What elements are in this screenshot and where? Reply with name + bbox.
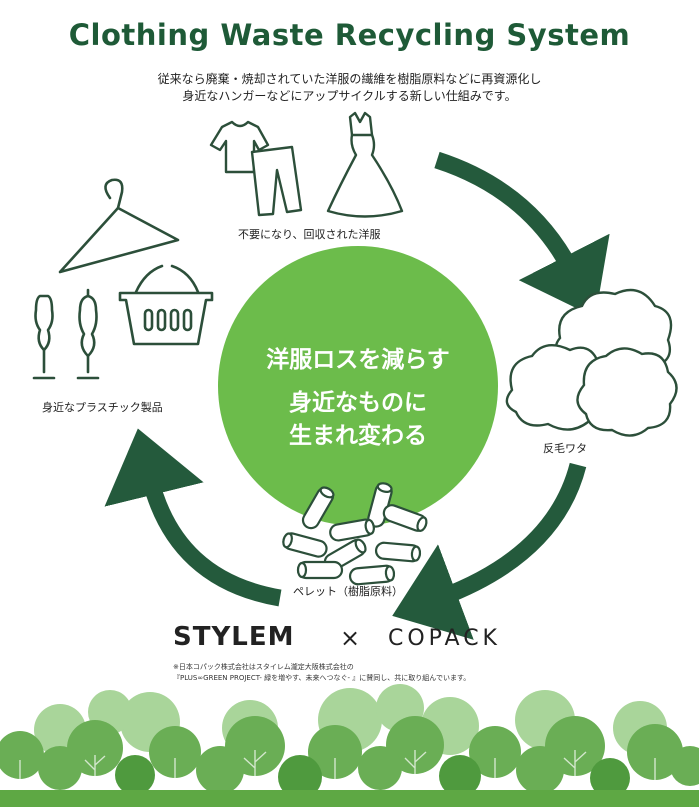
brand-logo-stylem: STYLEM <box>173 622 295 652</box>
arrow-clothes-to-cotton <box>434 151 610 318</box>
subtitle-line-1: 従来なら廃棄・焼却されていた洋服の繊維を樹脂原料などに再資源化し <box>157 72 542 86</box>
arrow-cotton-to-pellet <box>392 462 587 640</box>
stage-label-pellet: ペレット（樹脂原料） <box>293 585 403 598</box>
pellets-icon <box>282 482 428 586</box>
plastic-products-icon <box>32 178 214 380</box>
pants-icon <box>250 145 303 217</box>
subtitle-line-2: 身近なハンガーなどにアップサイクルする新しい仕組みです。 <box>182 89 517 103</box>
cycle-arrows <box>104 151 610 640</box>
stage-label-cotton: 反毛ワタ <box>543 442 587 455</box>
mannequin-icon-2 <box>76 288 100 380</box>
cotton-icon <box>505 288 678 437</box>
center-message-line-1: 洋服ロスを減らす <box>266 347 450 373</box>
ground-strip <box>0 790 699 807</box>
center-circle <box>218 246 498 526</box>
hanger-icon <box>58 178 180 274</box>
dress-icon <box>326 111 404 218</box>
mannequin-icon-1 <box>32 294 56 380</box>
forest-background <box>0 684 699 807</box>
arrow-pellet-to-plastic <box>104 428 282 607</box>
footnote-line-2: 『PLUS∞GREEN PROJECT- 緑を増やす、未来へつなぐ- 』に賛同し… <box>173 674 471 682</box>
stage-label-clothes: 不要になり、回収された洋服 <box>238 228 381 241</box>
basket-icon <box>118 264 214 346</box>
footnote-line-1: ※日本コパック株式会社はスタイレム瀧定大阪株式会社の <box>173 663 354 671</box>
center-message-line-2: 身近なものに <box>289 390 427 416</box>
stage-label-plastic: 身近なプラスチック製品 <box>42 401 163 414</box>
brand-logo-copack: COPACK <box>388 626 501 651</box>
center-message-line-3: 生まれ変わる <box>289 423 427 449</box>
page-title: Clothing Waste Recycling System <box>68 18 631 52</box>
brand-separator: × <box>340 624 361 652</box>
clothes-icon <box>209 111 404 218</box>
